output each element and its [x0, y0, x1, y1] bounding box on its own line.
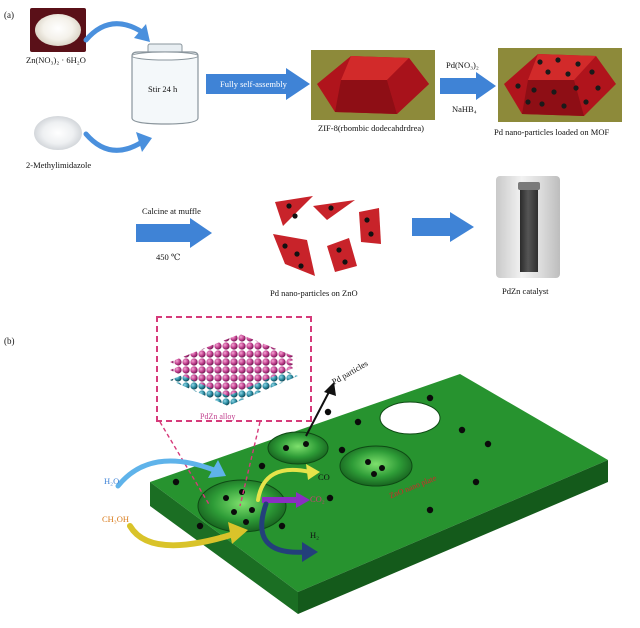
calcine-arrow-icon — [136, 218, 212, 248]
methylimidazole-powder-image — [30, 110, 86, 154]
pd-on-mof-caption: Pd nano-particles loaded on MOF — [494, 127, 610, 137]
h2o-arrow-icon — [115, 458, 226, 489]
zif8-caption: ZIF-8(rbombic dodecahdrdrea) — [318, 123, 424, 133]
pd-particles-pointer-icon — [305, 382, 336, 437]
curved-arrow-top-icon — [83, 21, 150, 43]
zn-nitrate-powder-image — [30, 8, 86, 52]
pd-loading-arrow-icon — [440, 72, 496, 100]
stir-label: Stir 24 h — [148, 84, 178, 94]
ch3oh-arrow-icon — [127, 522, 248, 549]
calcine-temp-label: 450 ℃ — [156, 252, 181, 262]
pd-on-zno-caption: Pd nano-particles on ZnO — [270, 288, 358, 298]
self-assembly-arrow-icon — [206, 68, 310, 100]
panel-a-label: (a) — [4, 10, 14, 20]
calcine-label: Calcine at muffle — [142, 206, 201, 216]
nahb4-label: NaHB₄ — [452, 104, 477, 114]
pd-on-zno-fragments-image — [273, 196, 381, 276]
beaker — [128, 42, 202, 126]
co2-arrow-icon — [262, 492, 310, 508]
catalyst-arrow-icon — [412, 212, 474, 242]
pdzn-catalyst-image — [496, 176, 560, 278]
h2-label: H₂ — [310, 530, 320, 540]
pd-nitrate-label: Pd(NO₃)₂ — [446, 60, 479, 70]
curved-arrow-bottom-icon — [83, 131, 152, 153]
h2o-label: H₂O — [104, 476, 120, 486]
inset-connector-lines — [159, 421, 261, 507]
pdzn-alloy-lattice-image — [170, 334, 298, 406]
zif8-crystal-image — [311, 50, 435, 120]
co-arrow-icon — [256, 464, 320, 502]
co-label: CO — [318, 472, 330, 482]
pdzn-alloy-label: PdZn alloy — [200, 412, 236, 421]
pdzn-catalyst-caption: PdZn catalyst — [502, 286, 549, 296]
zn-nitrate-label: Zn(NO₃)₂ · 6H₂O — [26, 55, 86, 65]
co2-label: CO₂ — [310, 494, 325, 504]
ch3oh-label: CH₃OH — [102, 514, 130, 524]
panel-b-label: (b) — [4, 336, 15, 346]
methylimidazole-label: 2-Methylimidazole — [26, 160, 92, 170]
self-assembly-label: Fully self-assembly — [220, 79, 287, 89]
pdzn-alloy-inset — [156, 316, 312, 422]
h2-arrow-icon — [259, 501, 318, 562]
pd-on-mof-image — [498, 48, 622, 122]
